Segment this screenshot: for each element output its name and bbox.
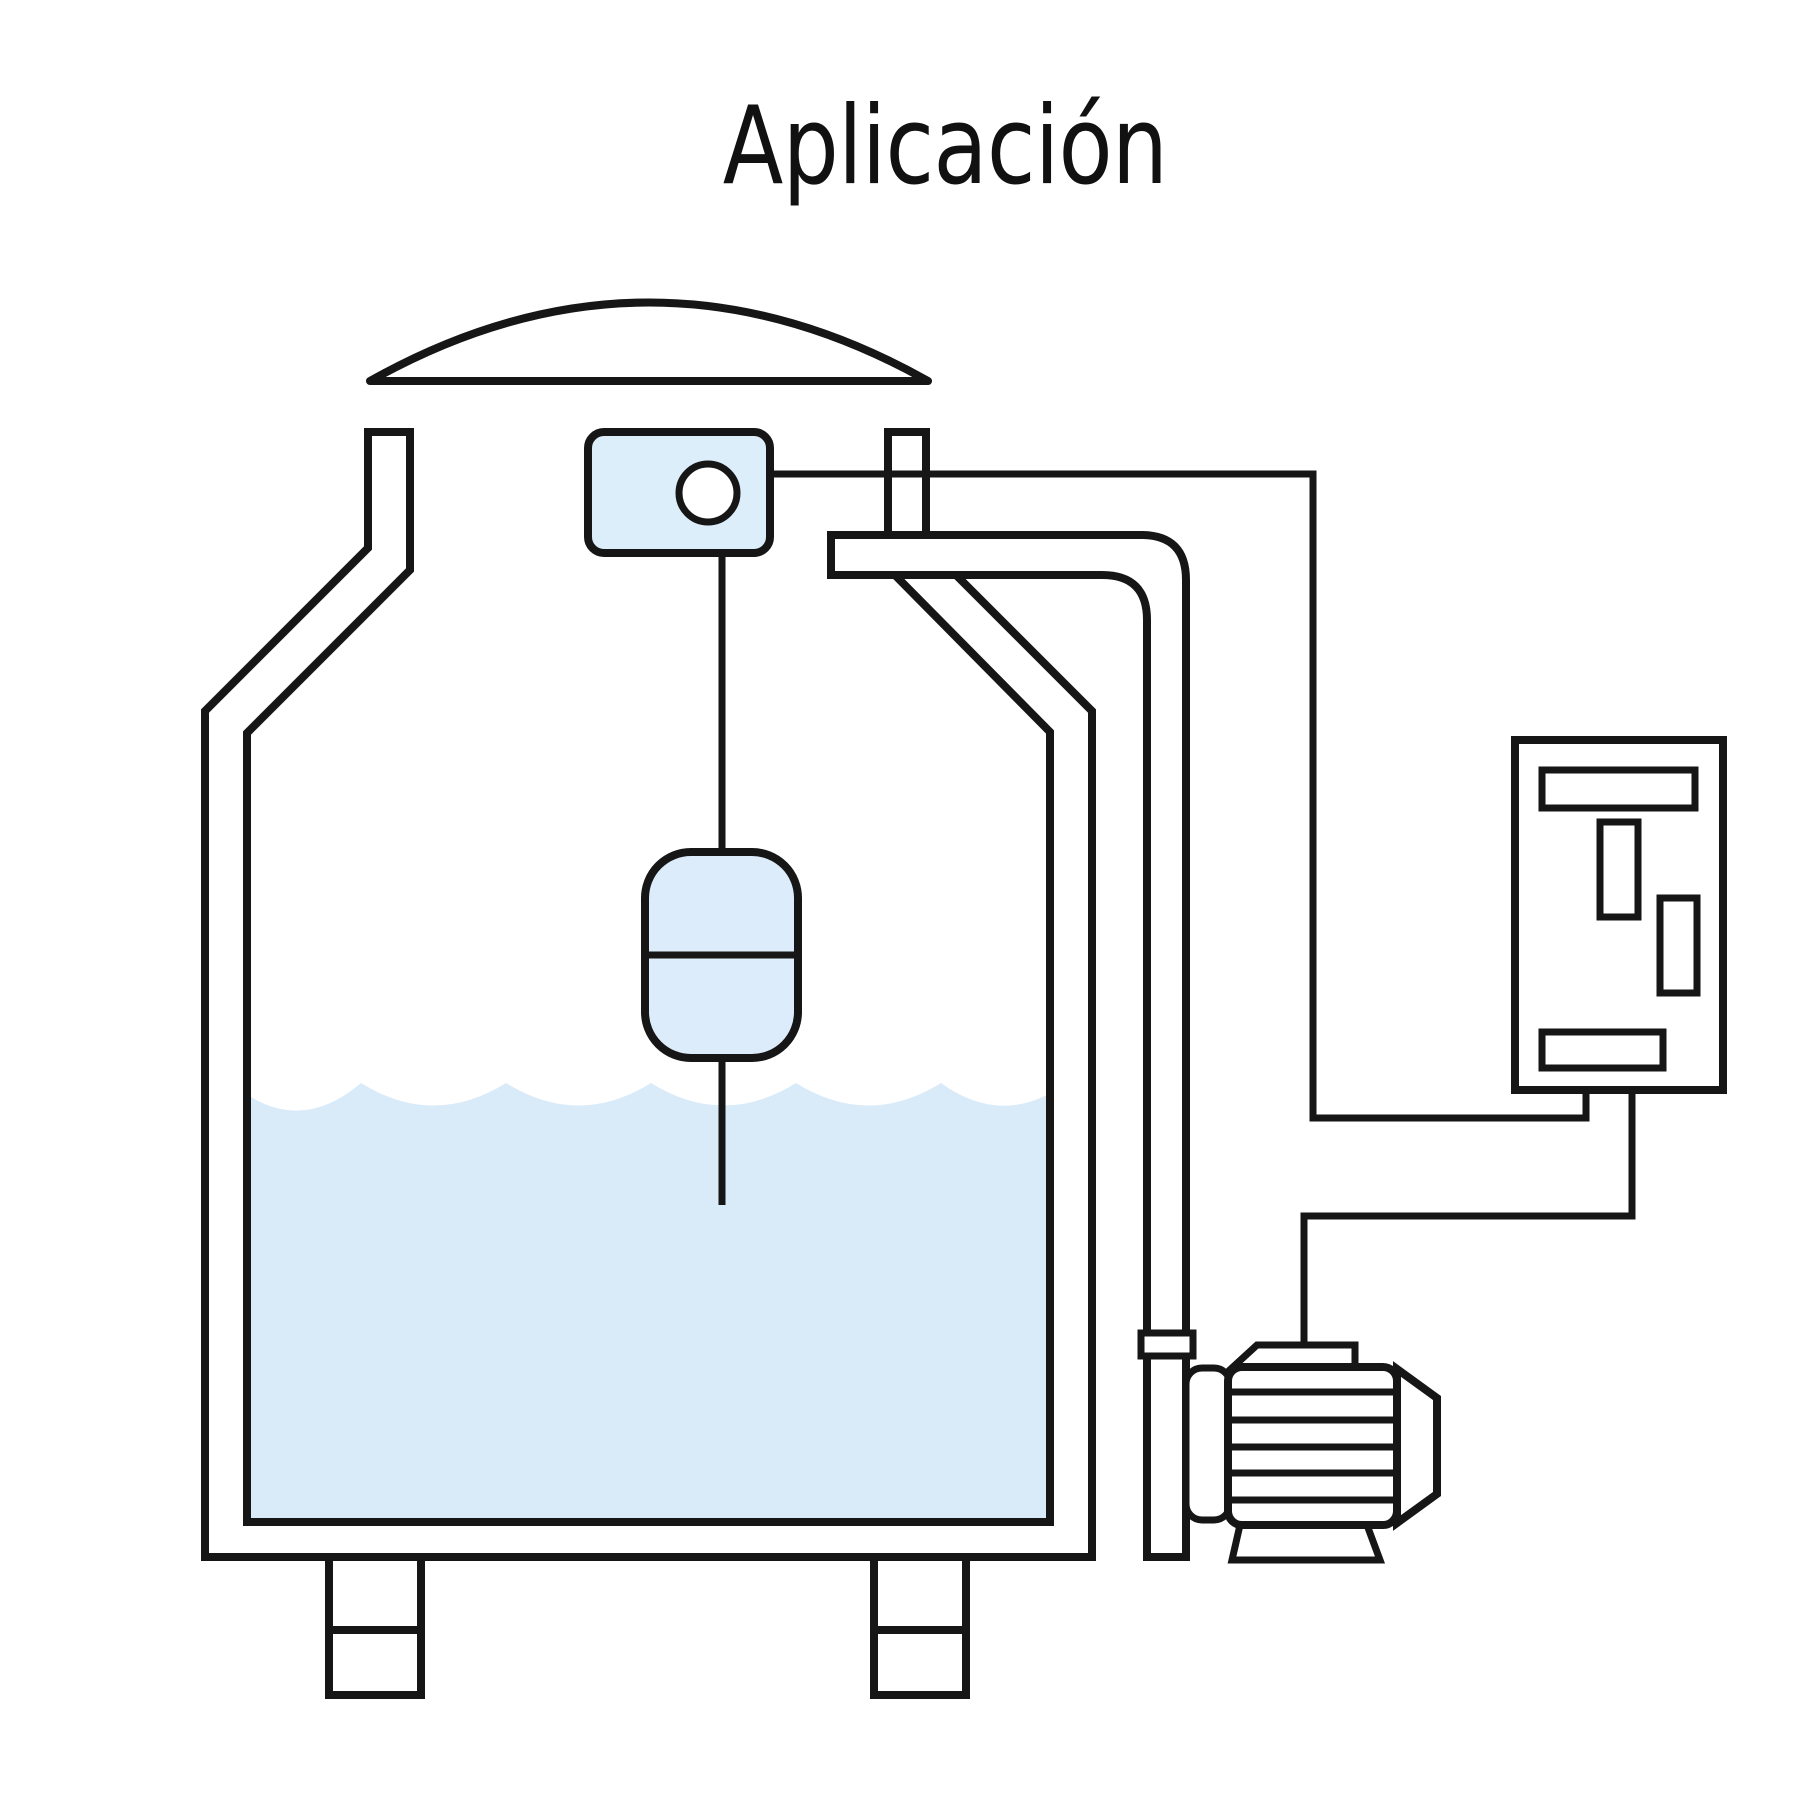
pump-inlet-bracket	[1182, 1364, 1234, 1524]
pump-motor-fins	[1230, 1388, 1395, 1504]
tank-lid	[366, 298, 932, 385]
pump-end-cap	[1393, 1361, 1441, 1531]
pump-base-foot	[1227, 1521, 1386, 1564]
pipe-flange	[1137, 1329, 1197, 1360]
pump	[1182, 1341, 1441, 1564]
water	[251, 1083, 1049, 1521]
control-box-switch-right	[1656, 894, 1701, 997]
control-box	[1511, 736, 1727, 1094]
suction-pipe	[827, 531, 1197, 1561]
float-switch-pulley-icon	[675, 460, 741, 526]
control-box-switch-left	[1596, 818, 1642, 921]
control-box-top-slot	[1538, 766, 1699, 812]
wiring	[770, 470, 1636, 1352]
tank-inner-wall	[243, 432, 1054, 1526]
tank-legs	[325, 1553, 970, 1699]
page-title: Aplicación	[722, 84, 1168, 209]
float-switch-box	[584, 428, 774, 557]
float-switch-signal-wire	[770, 470, 1590, 1122]
control-box-bottom-slot	[1538, 1028, 1667, 1072]
pump-power-wire	[1300, 1090, 1636, 1352]
float-assembly	[641, 553, 802, 1205]
pipe-run	[827, 531, 1190, 1561]
